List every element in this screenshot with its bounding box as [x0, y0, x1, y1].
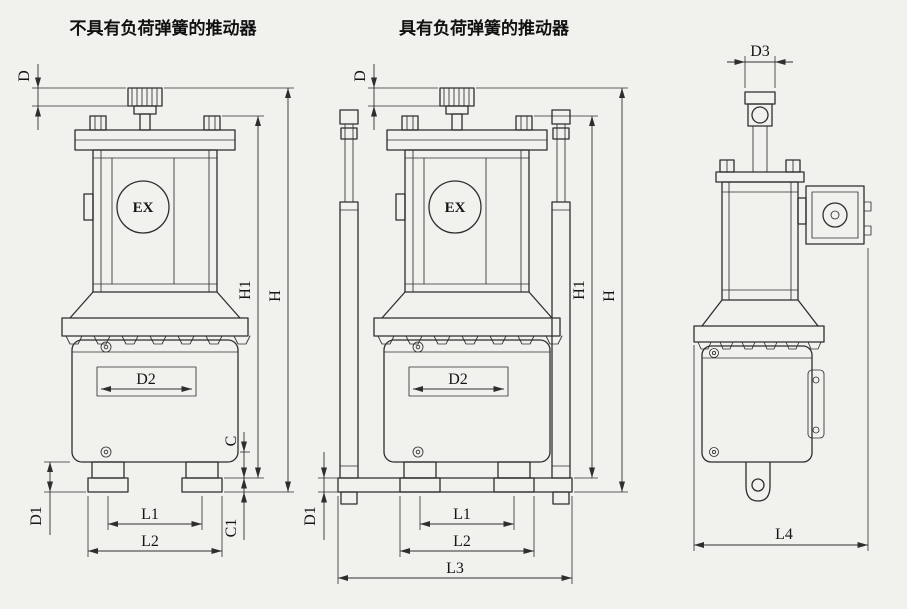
middle-drawing-title: 具有负荷弹簧的推动器 — [398, 18, 570, 38]
dim-l2-left: L2 — [141, 533, 159, 550]
dim-h-left: H — [267, 290, 284, 302]
dim-h1-middle: H1 — [571, 280, 588, 300]
dim-d-left: D — [16, 70, 33, 82]
dim-h-middle: H — [601, 290, 618, 302]
ex-marking-middle: EX — [445, 200, 466, 216]
dim-d-middle: D — [352, 70, 369, 82]
dim-l3-middle: L3 — [446, 560, 464, 577]
right-thruster-body — [693, 91, 872, 502]
dim-d1-left: D1 — [28, 506, 45, 526]
right-thruster-dimensions — [693, 56, 869, 551]
dim-d2-left: D2 — [136, 371, 156, 388]
dim-l1-middle: L1 — [453, 506, 471, 523]
dim-l1-left: L1 — [141, 506, 159, 523]
dim-d1-middle: D1 — [302, 506, 319, 526]
middle-thruster-body — [337, 87, 573, 505]
dim-c-left: C — [223, 436, 240, 447]
dim-d3-right: D3 — [750, 43, 770, 60]
dim-h1-left: H1 — [237, 280, 254, 300]
ex-marking-left: EX — [133, 200, 154, 216]
left-thruster-body — [61, 87, 251, 493]
dim-l4-right: L4 — [775, 526, 793, 543]
left-drawing-title: 不具有负荷弹簧的推动器 — [70, 18, 258, 38]
dim-d2-middle: D2 — [448, 371, 468, 388]
left-thruster-dimensions — [32, 64, 294, 557]
dim-l2-middle: L2 — [453, 533, 471, 550]
middle-thruster-dimensions — [318, 64, 628, 584]
dim-c1-left: C1 — [223, 519, 240, 538]
